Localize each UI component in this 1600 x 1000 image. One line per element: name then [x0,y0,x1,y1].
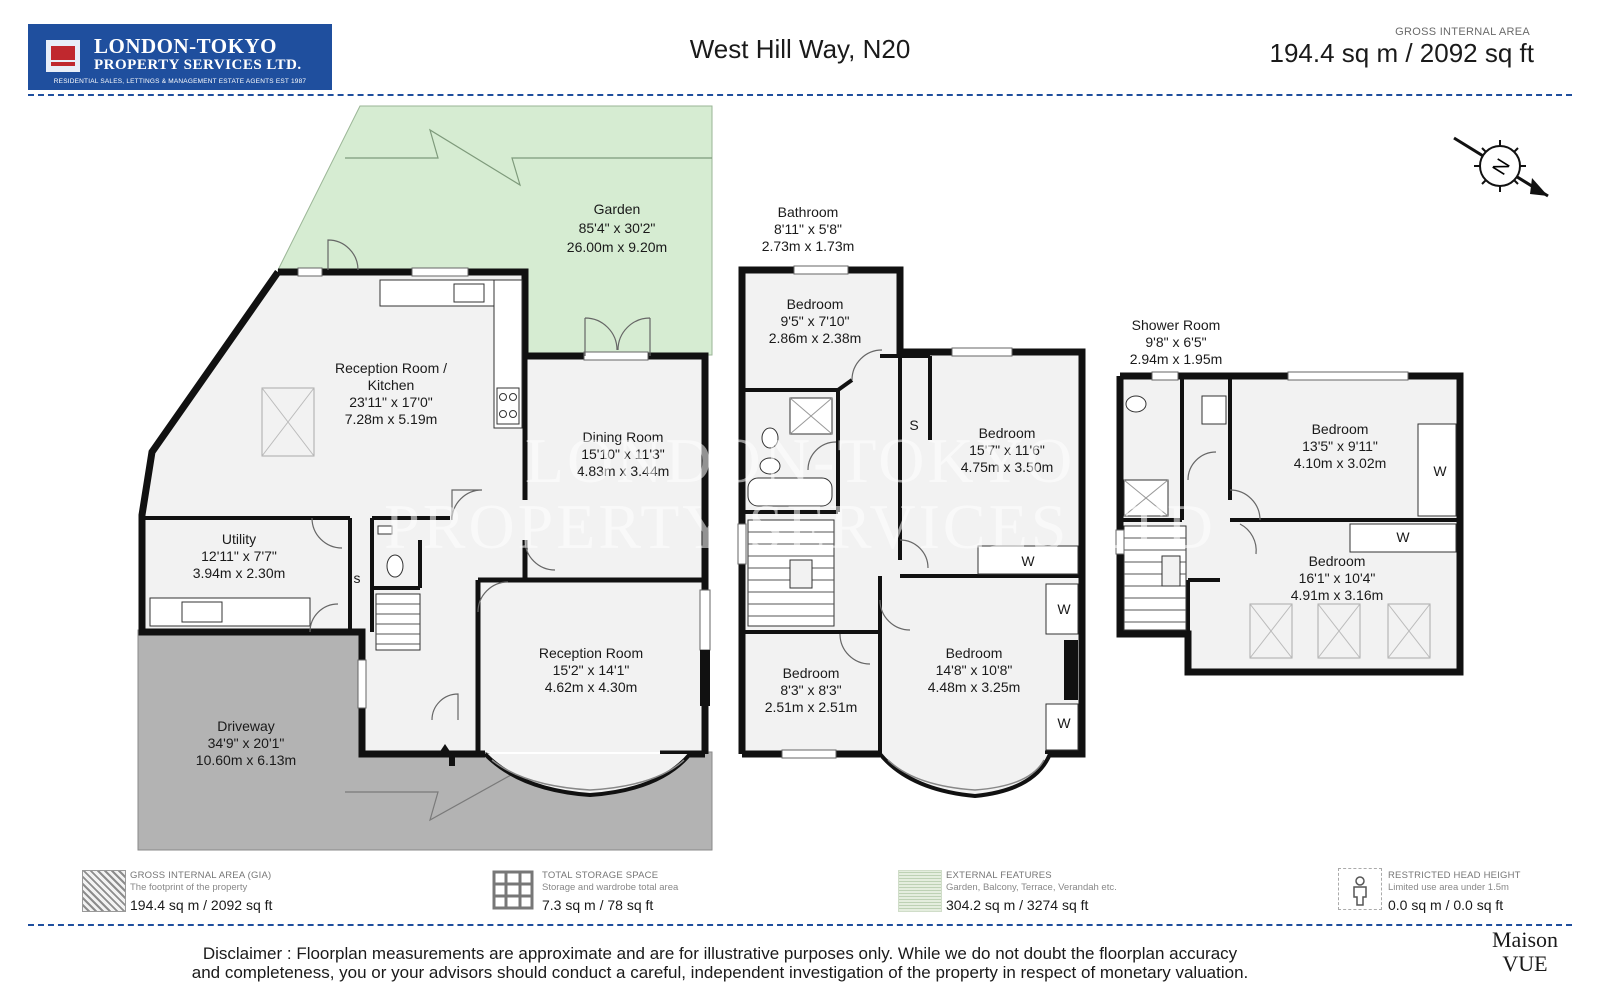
bathroom-size-imperial: 8'11" x 5'8" [774,221,842,237]
gia-value: 194.4 sq m / 2092 sq ft [1269,38,1535,68]
bedroom-6-label: Bedroom [1309,553,1366,569]
driveway-boundary [345,769,521,822]
footer-divider [28,924,1572,926]
utility-label: Utility [222,531,256,547]
legend-storage-sub: Storage and wardrobe total area [542,882,679,893]
head-height-person-icon [1338,868,1382,910]
bedroom-3-label: Bedroom [783,665,840,681]
shower-room-size-metric: 2.94m x 1.95m [1130,351,1223,367]
bedroom-4-label: Bedroom [946,645,1003,661]
logo-subname: PROPERTY SERVICES LTD. [94,57,302,73]
logo-name: LONDON-TOKYO [94,34,277,58]
gia-hatch-icon [82,870,126,912]
legend-external-sub: Garden, Balcony, Terrace, Verandah etc. [946,882,1117,893]
dining-size-imperial: 15'10" x 11'3" [581,446,665,462]
bedroom-2-label: Bedroom [979,425,1036,441]
logo-tagline: RESIDENTIAL SALES, LETTINGS & MANAGEMENT… [53,78,307,85]
legend-gia-value: 194.4 sq m / 2092 sq ft [130,897,273,913]
bedroom-6-size-metric: 4.91m x 3.16m [1291,587,1384,603]
shower-room-label: Shower Room [1132,317,1221,333]
brand-line-1: Maison [1492,927,1558,952]
reception-kitchen-label-2: Kitchen [368,377,415,393]
house-logo-icon [46,40,80,72]
garden-size-metric: 26.00m x 9.20m [567,239,667,255]
reception-label: Reception Room [539,645,643,661]
bedroom-2-size-imperial: 15'7" x 11'6" [969,442,1045,458]
bedroom-5-size-metric: 4.10m x 3.02m [1294,455,1387,471]
second-floor-interior [1120,376,1460,670]
external-features-icon [898,870,942,912]
legend-storage-value: 7.3 sq m / 78 sq ft [542,897,654,913]
legend-external-value: 304.2 sq m / 3274 sq ft [946,897,1089,913]
room-labels: Garden 85'4" x 30'2" 26.00m x 9.20m Rece… [193,201,1448,768]
ground-floor-interior [145,274,705,752]
bedroom-4-size-imperial: 14'8" x 10'8" [936,662,1013,678]
garden-size-imperial: 85'4" x 30'2" [579,220,656,236]
utility-size-metric: 3.94m x 2.30m [193,565,286,581]
disclaimer-line-2: and completeness, you or your advisors s… [191,963,1249,982]
bathroom-size-metric: 2.73m x 1.73m [762,238,855,254]
storage-pattern-icon [492,870,534,910]
legend-external-title: EXTERNAL FEATURES [946,870,1052,881]
header-divider [28,94,1572,96]
bedroom-5-label: Bedroom [1312,421,1369,437]
bedroom-4-size-metric: 4.48m x 3.25m [928,679,1021,695]
bedroom-1-size-metric: 2.86m x 2.38m [769,330,862,346]
storage-marker: S [909,417,918,433]
wardrobe-marker-2: W [1057,601,1071,617]
legend-storage-title: TOTAL STORAGE SPACE [542,870,659,881]
driveway-size-metric: 10.60m x 6.13m [196,752,296,768]
bathroom-label: Bathroom [778,204,839,220]
brand-line-2: VUE [1502,951,1548,976]
reception-kitchen-size-metric: 7.28m x 5.19m [345,411,438,427]
bedroom-1-label: Bedroom [787,296,844,312]
reception-size-imperial: 15'2" x 14'1" [553,662,630,678]
utility-storage-marker: s [354,570,361,586]
legend-gia-sub: The footprint of the property [130,882,248,893]
bedroom-3-size-imperial: 8'3" x 8'3" [780,682,841,698]
shower-room-size-imperial: 9'8" x 6'5" [1145,334,1206,350]
maison-vue-logo: Maison VUE [1480,928,1570,976]
reception-kitchen-label: Reception Room / [335,360,447,376]
driveway-size-imperial: 34'9" x 20'1" [208,735,285,751]
legend-headheight-title: RESTRICTED HEAD HEIGHT [1388,870,1521,881]
compass-rose-icon: N [1453,136,1549,198]
reception-size-metric: 4.62m x 4.30m [545,679,638,695]
bedroom-6-size-imperial: 16'1" x 10'4" [1299,570,1376,586]
dining-size-metric: 4.83m x 3.44m [577,463,670,479]
gia-label: GROSS INTERNAL AREA [1395,26,1530,38]
bedroom-1-size-imperial: 9'5" x 7'10" [781,313,850,329]
bedroom-3-size-metric: 2.51m x 2.51m [765,699,858,715]
legend-headheight-sub: Limited use area under 1.5m [1388,882,1509,893]
second-floor [1115,371,1464,676]
wardrobe-marker-4: W [1433,463,1447,479]
wardrobe-marker-3: W [1057,715,1071,731]
bedroom-5-size-imperial: 13'5" x 9'11" [1302,438,1378,454]
wardrobe-marker-1: W [1021,553,1035,569]
garden-label: Garden [594,201,641,217]
agency-logo: LONDON-TOKYO PROPERTY SERVICES LTD. RESI… [28,24,332,90]
utility-size-imperial: 12'11" x 7'7" [201,548,277,564]
wardrobe-marker-5: W [1396,529,1410,545]
driveway-label: Driveway [217,718,275,734]
legend-gia-title: GROSS INTERNAL AREA (GIA) [130,870,272,881]
ground-floor [138,239,711,798]
reception-kitchen-size-imperial: 23'11" x 17'0" [349,394,433,410]
disclaimer: Disclaimer : Floorplan measurements are … [0,944,1440,982]
garden-fence [345,128,712,187]
disclaimer-line-1: Disclaimer : Floorplan measurements are … [202,944,1238,963]
first-floor [737,265,1086,799]
bedroom-2-size-metric: 4.75m x 3.50m [961,459,1054,475]
property-title: West Hill Way, N20 [689,34,911,64]
dining-label: Dining Room [583,429,664,445]
legend-headheight-value: 0.0 sq m / 0.0 sq ft [1388,897,1504,913]
